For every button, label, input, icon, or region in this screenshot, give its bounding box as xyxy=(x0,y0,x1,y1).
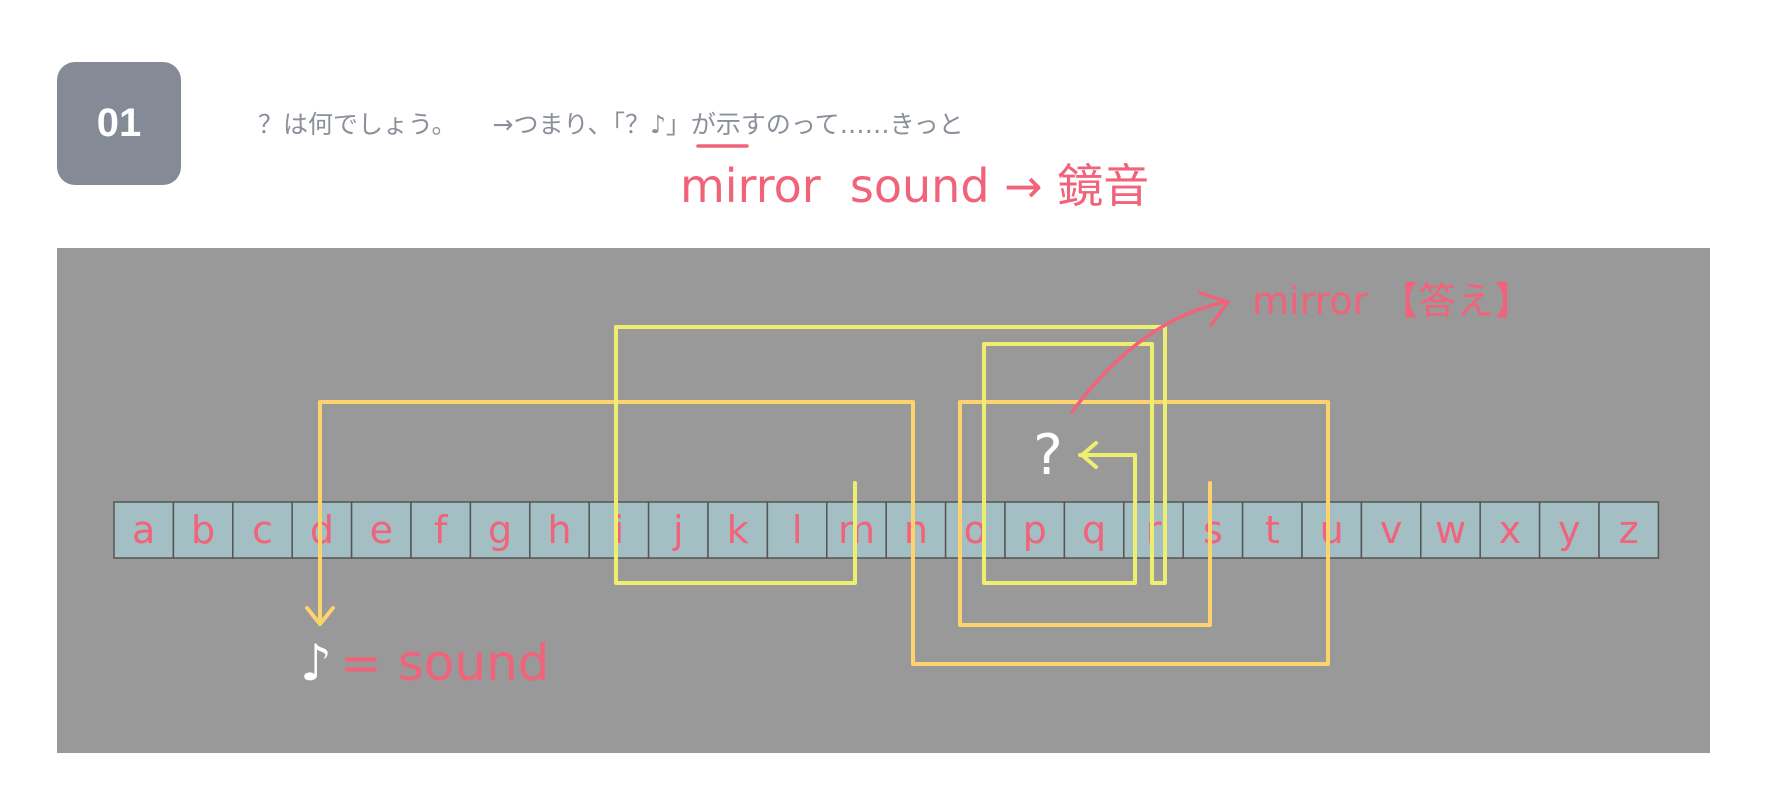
letter-q: q xyxy=(1082,508,1106,552)
note-equation-text: = sound xyxy=(340,634,550,692)
letter-cell-u xyxy=(1301,501,1363,559)
letter-u: u xyxy=(1320,508,1344,552)
letter-cell-n xyxy=(885,501,947,559)
letter-cell-i xyxy=(588,501,650,559)
headline-note: mirror sound → 鏡音 xyxy=(680,159,1149,213)
letter-k: k xyxy=(727,508,749,552)
letter-s: s xyxy=(1203,508,1223,552)
answer-note: mirror 【答え】 xyxy=(1252,279,1532,323)
letter-cell-b xyxy=(172,501,234,559)
letter-cell-e xyxy=(350,501,412,559)
letter-t: t xyxy=(1265,508,1280,552)
letter-cell-o xyxy=(944,501,1006,559)
letter-l: l xyxy=(792,508,803,552)
letter-cell-t xyxy=(1241,501,1303,559)
letter-y: y xyxy=(1558,508,1581,552)
letter-x: x xyxy=(1499,508,1522,552)
arrow-head-d xyxy=(305,606,335,626)
letter-cell-q xyxy=(1063,501,1125,559)
letter-cell-z xyxy=(1598,501,1660,559)
arrow-head-q xyxy=(1080,441,1098,469)
note-equation: ♪= sound xyxy=(300,634,549,692)
letter-f: f xyxy=(434,508,449,552)
letter-a: a xyxy=(132,508,155,552)
step-number-badge: 01 xyxy=(57,62,181,185)
reasoning-text: →つまり、「？♪」が示すのって……きっと xyxy=(492,110,964,139)
letter-cell-v xyxy=(1360,501,1422,559)
letter-g: g xyxy=(488,508,512,552)
letter-cell-g xyxy=(469,501,531,559)
step-number: 01 xyxy=(96,101,142,145)
letter-cell-y xyxy=(1538,501,1600,559)
letter-c: c xyxy=(252,508,273,552)
question-text: ？は何でしょう。 xyxy=(258,110,457,139)
letter-cell-w xyxy=(1420,501,1481,559)
letter-cell-x xyxy=(1479,501,1541,559)
letter-e: e xyxy=(370,508,393,552)
letter-cell-k xyxy=(707,501,769,559)
letter-j: j xyxy=(672,508,684,552)
letter-cell-j xyxy=(647,501,709,559)
diagram-panel xyxy=(57,248,1710,753)
letter-w: w xyxy=(1435,508,1466,552)
letter-i: i xyxy=(614,508,625,552)
letter-cell-f xyxy=(410,501,472,559)
connector-m-q xyxy=(614,325,1167,585)
letter-b: b xyxy=(191,508,215,552)
question-line: ？は何でしょう。 →つまり、「？♪」が示すのって……きっと xyxy=(258,105,964,141)
letter-n: n xyxy=(904,508,928,552)
letter-v: v xyxy=(1380,508,1403,552)
letter-cell-h xyxy=(529,501,590,559)
question-mark: ? xyxy=(1033,423,1063,488)
letter-z: z xyxy=(1619,508,1639,552)
letter-h: h xyxy=(547,508,571,552)
letter-o: o xyxy=(964,508,987,552)
letter-cell-l xyxy=(766,501,828,559)
answer-arrow xyxy=(1070,300,1227,414)
letter-cell-c xyxy=(232,501,293,559)
letter-cell-s xyxy=(1182,501,1244,559)
answer-arrow-head xyxy=(1198,291,1230,327)
letter-cell-p xyxy=(1004,501,1066,559)
letter-cell-a xyxy=(113,501,175,559)
note-symbol: ♪ xyxy=(300,634,332,692)
letter-p: p xyxy=(1023,508,1047,552)
